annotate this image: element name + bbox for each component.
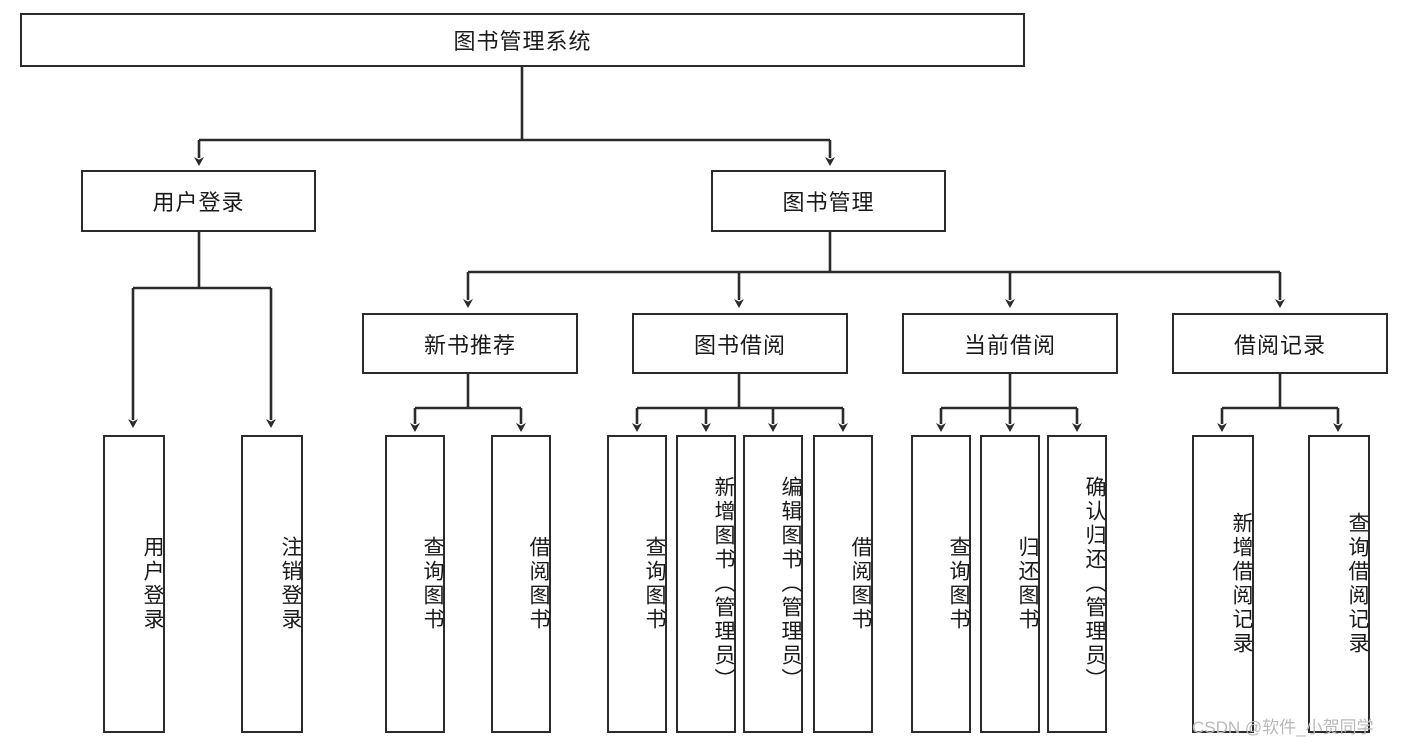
leaf-query-book-3-label: 查询图书 (947, 536, 970, 632)
node-root-label: 图书管理系统 (453, 29, 592, 54)
leaf-borrow-book-1-label: 借阅图书 (527, 536, 550, 632)
leaf-return-book-label: 归还图书 (1016, 536, 1039, 632)
leaf-edit-book-label: 编辑图书（管理员） (779, 476, 802, 692)
node-current-borrow-label: 当前借阅 (963, 332, 1056, 358)
leaf-query-book-1-label: 查询图书 (421, 536, 444, 632)
node-root[interactable]: 图书管理系统 (20, 13, 1025, 67)
leaf-add-book-label: 新增图书（管理员） (712, 476, 735, 692)
leaf-confirm-return[interactable]: 确认归还（管理员） (1047, 435, 1107, 733)
node-user-login-label: 用户登录 (152, 190, 245, 215)
leaf-add-record-label: 新增借阅记录 (1230, 512, 1253, 656)
leaf-edit-book[interactable]: 编辑图书（管理员） (743, 435, 803, 733)
node-current-borrow[interactable]: 当前借阅 (902, 313, 1118, 374)
node-new-book-recommend[interactable]: 新书推荐 (362, 313, 578, 374)
node-book-manage-label: 图书管理 (782, 190, 875, 215)
leaf-query-book-3[interactable]: 查询图书 (911, 435, 971, 733)
node-book-borrow[interactable]: 图书借阅 (632, 313, 848, 374)
leaf-query-record-label: 查询借阅记录 (1346, 512, 1369, 656)
node-new-book-recommend-label: 新书推荐 (423, 332, 516, 358)
leaf-logout-login-label: 注销登录 (279, 536, 302, 632)
leaf-user-login[interactable]: 用户登录 (103, 435, 165, 733)
leaf-borrow-book-2-label: 借阅图书 (849, 536, 872, 632)
leaf-logout-login[interactable]: 注销登录 (241, 435, 303, 733)
node-borrow-record-label: 借阅记录 (1233, 332, 1326, 358)
leaf-borrow-book-1[interactable]: 借阅图书 (491, 435, 551, 733)
leaf-borrow-book-2[interactable]: 借阅图书 (813, 435, 873, 733)
leaf-query-book-1[interactable]: 查询图书 (385, 435, 445, 733)
leaf-query-book-2-label: 查询图书 (643, 536, 666, 632)
node-borrow-record[interactable]: 借阅记录 (1172, 313, 1388, 374)
leaf-query-book-2[interactable]: 查询图书 (607, 435, 667, 733)
node-book-manage[interactable]: 图书管理 (711, 170, 946, 232)
node-user-login[interactable]: 用户登录 (81, 170, 316, 232)
node-book-borrow-label: 图书借阅 (693, 332, 786, 358)
leaf-add-book[interactable]: 新增图书（管理员） (676, 435, 736, 733)
leaf-add-record[interactable]: 新增借阅记录 (1192, 435, 1254, 733)
leaf-user-login-label: 用户登录 (141, 536, 164, 632)
leaf-query-record[interactable]: 查询借阅记录 (1308, 435, 1370, 733)
leaf-confirm-return-label: 确认归还（管理员） (1083, 476, 1106, 692)
watermark: CSDN @软件_小贺同学 (1192, 718, 1374, 737)
leaf-return-book[interactable]: 归还图书 (980, 435, 1040, 733)
